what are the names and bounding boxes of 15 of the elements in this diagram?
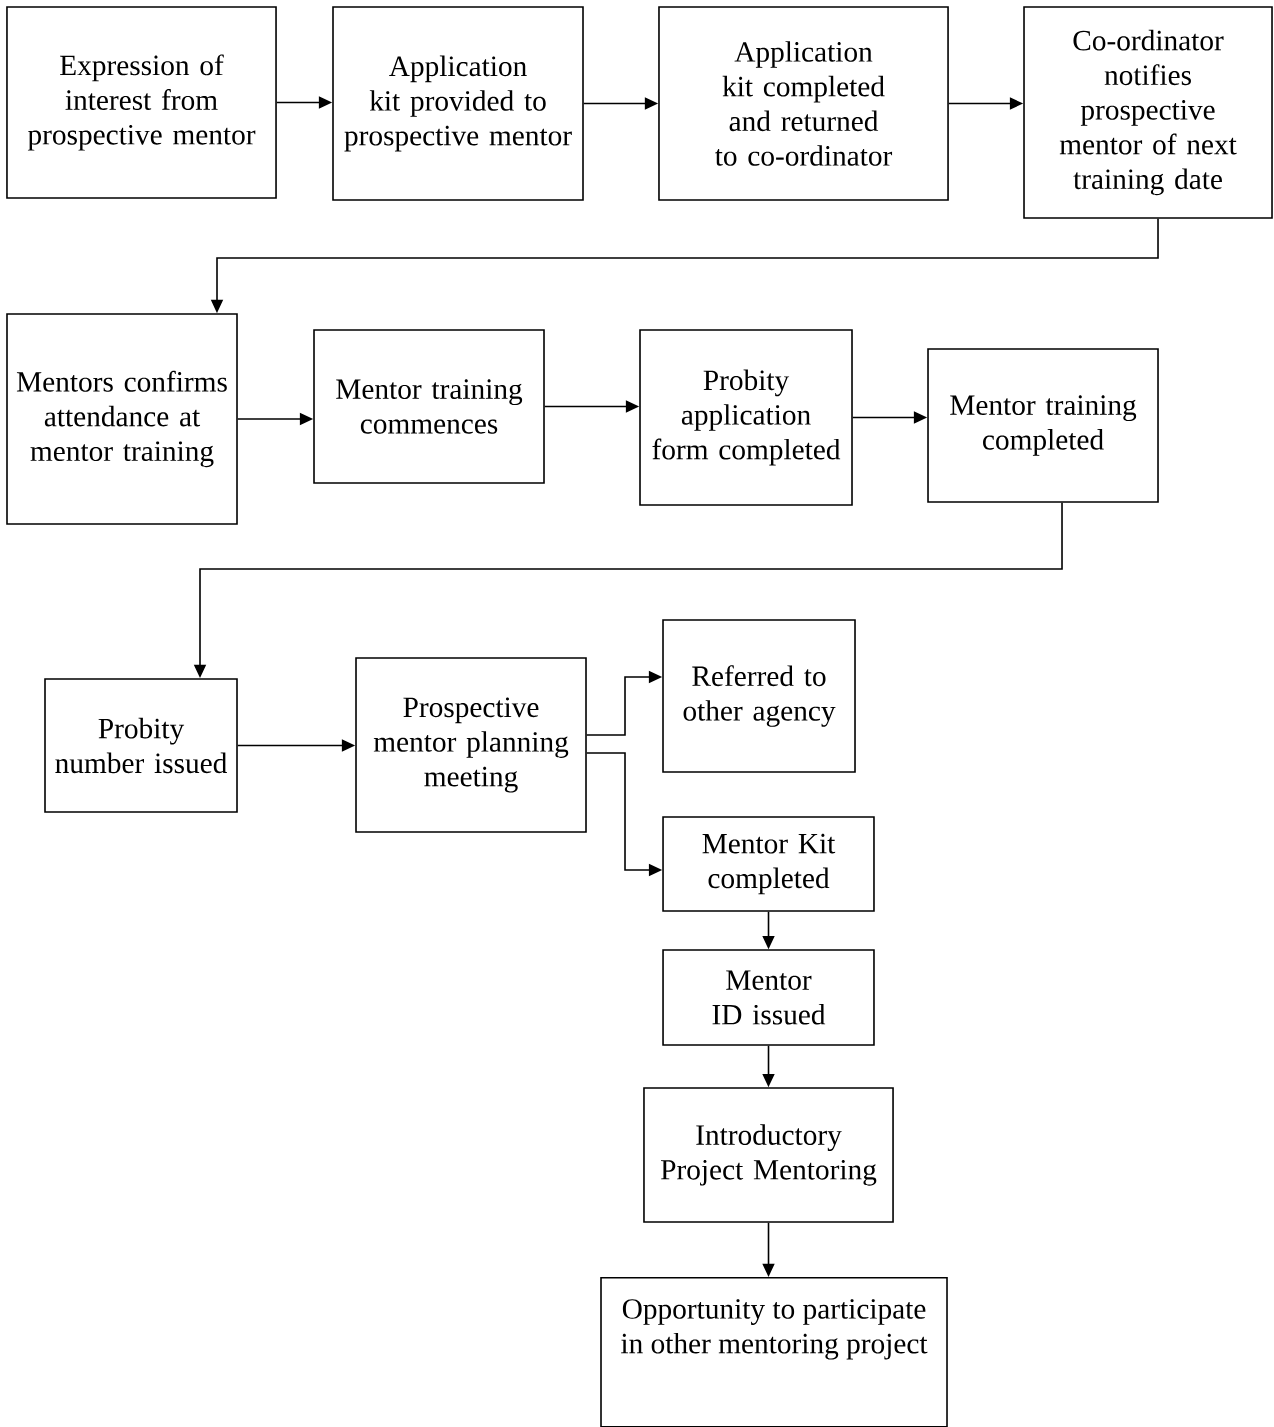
- process-box: Prospective mentor planning meeting: [355, 657, 587, 833]
- process-box: Opportunity to participate in other mentoring project: [600, 1277, 948, 1427]
- process-box: Mentor training commences: [313, 329, 545, 484]
- process-box: Probity number issued: [44, 678, 238, 813]
- process-box: Expression of interest from prospective mentor: [6, 6, 277, 199]
- process-box: Mentor ID issued: [662, 949, 875, 1046]
- process-box: Mentor Kit completed: [662, 816, 875, 912]
- process-box: Co-ordinator notifies prospective mentor of next training date: [1023, 6, 1273, 219]
- process-box: Application kit provided to prospective mentor: [332, 6, 584, 201]
- process-box: Introductory Project Mentoring: [643, 1087, 894, 1223]
- process-box: Application kit completed and returned to co-ordinator: [658, 6, 949, 201]
- process-box: Probity application form completed: [639, 329, 853, 506]
- process-box: Mentor training completed: [927, 348, 1159, 503]
- process-box: Mentors confirms attendance at mentor training: [6, 313, 238, 525]
- process-box: Referred to other agency: [662, 619, 856, 773]
